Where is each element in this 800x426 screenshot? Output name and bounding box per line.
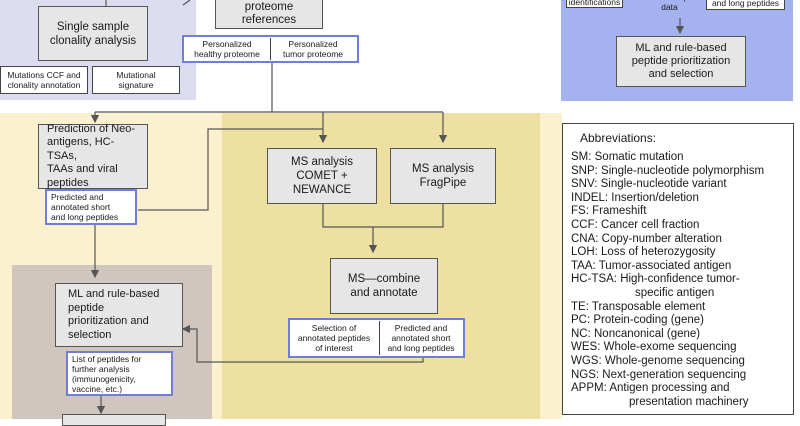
ms-fragpipe-box: MS analysis FragPipe — [390, 148, 496, 204]
identifications-box: identifications — [566, 0, 623, 8]
abbr-item: LOH: Loss of heterozygosity — [571, 246, 716, 259]
ml-prioritization-top-box: ML and rule-based peptide prioritization… — [616, 36, 746, 87]
personalized-healthy-box: Personalized healthy proteome — [186, 38, 268, 60]
ms-comet-box: MS analysis COMET + NEWANCE — [267, 148, 377, 204]
abbr-item: WGS: Whole-genome sequencing — [571, 354, 745, 367]
abbreviations-title: Abbreviations: — [580, 131, 657, 145]
selection-annotated-box: Selection of annotated peptides of inter… — [291, 321, 377, 355]
abbr-item: SNP: Single-nucleotide polymorphism — [571, 164, 765, 177]
ml-prioritization-bottom-box: ML and rule-based peptide prioritization… — [55, 283, 183, 347]
abbr-item: WES: Whole-exome sequencing — [571, 341, 737, 354]
abbr-item: INDEL: Insertion/deletion — [571, 191, 699, 204]
abbr-item: HC-TSA: High-confidence tumor- — [571, 273, 740, 286]
mutational-signature-box: Mutational signature — [92, 66, 180, 94]
predicted-annotated-2-box: Predicted and annotated short and long p… — [379, 321, 462, 355]
personalized-tumor-box: Personalized tumor proteome — [270, 38, 355, 60]
abbr-item: SM: Somatic mutation — [571, 151, 684, 163]
long-peptides-top-box: and long peptides — [706, 0, 785, 10]
abbr-item: CNA: Copy-number alteration — [571, 232, 722, 245]
clonality-analysis-box: Single sample clonality analysis — [38, 6, 148, 61]
proteome-references-box: proteome references — [215, 0, 323, 29]
bottom-cut-box — [62, 414, 166, 426]
abbr-item: NGS: Next-generation sequencing — [571, 368, 747, 381]
prediction-box: Prediction of Neo- antigens, HC-TSAs, TA… — [38, 123, 148, 189]
abbr-item: CCF: Cancer cell fraction — [571, 218, 700, 231]
peptide-list-box: List of peptides for further analysis (i… — [69, 353, 170, 394]
abbr-item: TE: Transposable element — [571, 300, 706, 313]
abbr-item: SNV: Single-nucleotide variant — [571, 178, 727, 191]
abbr-item: PC: Protein-coding (gene) — [571, 314, 704, 327]
abbr-item-continuation: specific antigen — [635, 286, 715, 299]
predicted-annotated-box: Predicted and annotated short and long p… — [48, 191, 134, 223]
ms-combine-box: MS—combine and annotate — [330, 258, 438, 314]
abbreviations-panel: Abbreviations: SM: Somatic mutation SNP:… — [562, 123, 794, 415]
abbr-item-continuation: presentation machinery — [629, 395, 749, 408]
abbr-item: APPM: Antigen processing and — [571, 382, 730, 395]
mutations-ccf-box: Mutations CCF and clonality annotation — [0, 66, 88, 94]
abbr-item: NC: Noncanonical (gene) — [571, 327, 701, 340]
abbr-item: FS: Frameshift — [571, 205, 647, 218]
abbr-item: TAA: Tumor-associated antigen — [571, 259, 732, 272]
rnaseq-box: RNAseq data — [654, 0, 686, 12]
